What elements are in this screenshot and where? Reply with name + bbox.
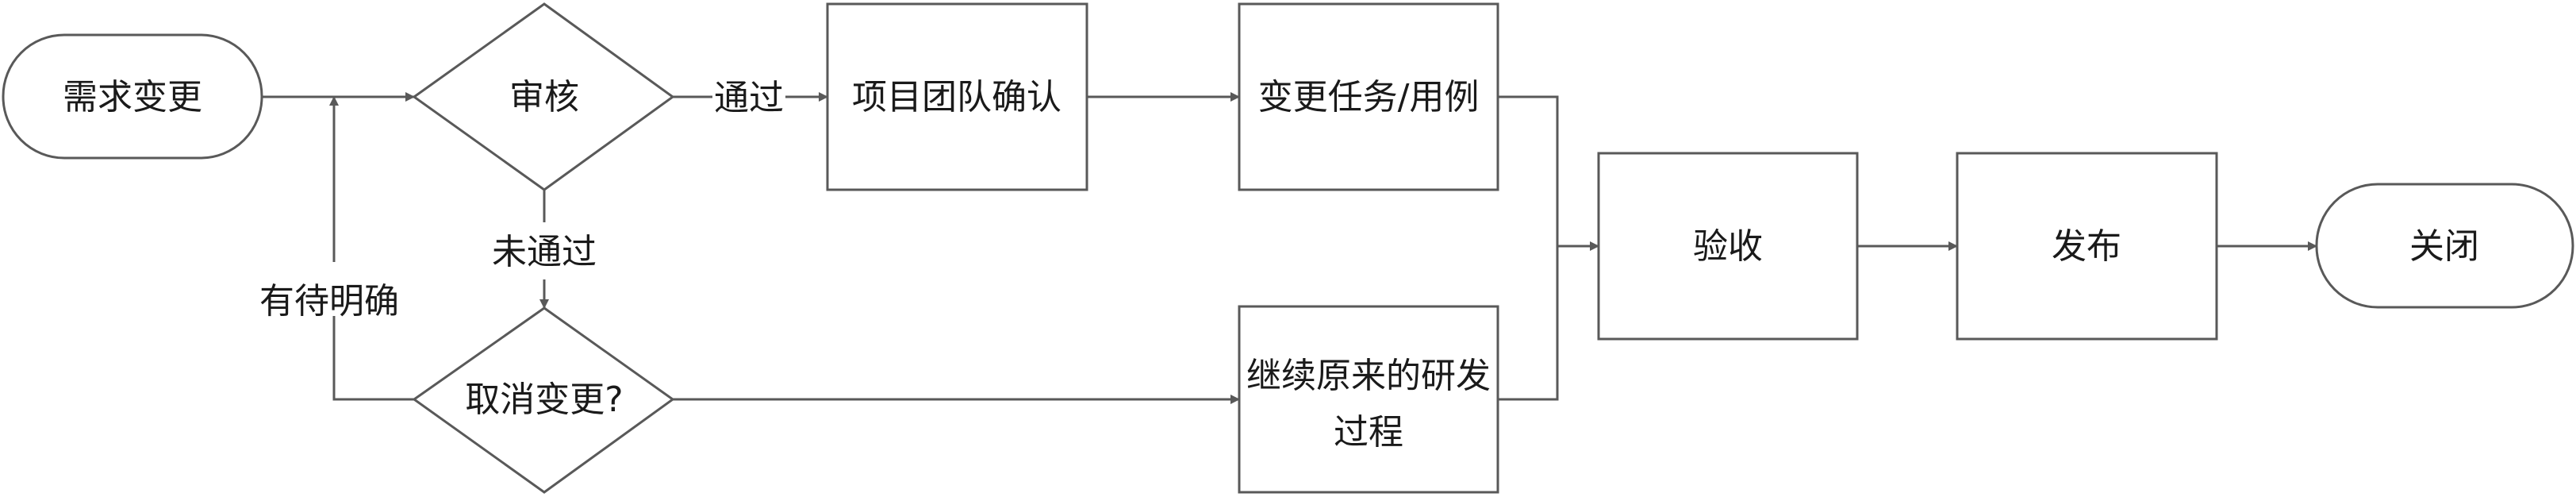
accept-label: 验收 bbox=[1693, 226, 1763, 267]
release-label: 发布 bbox=[2052, 226, 2121, 267]
edge-label-fail: 未通过 bbox=[492, 232, 597, 272]
edge-change-task-to-merge bbox=[1498, 95, 1559, 401]
start-label: 需求变更 bbox=[63, 77, 202, 118]
team-confirm-process-shape bbox=[826, 2, 1088, 191]
close-terminal-shape bbox=[2315, 183, 2574, 309]
review-decision-shape bbox=[412, 2, 675, 191]
close-label: 关闭 bbox=[2409, 226, 2479, 267]
node-cancel-question: 取消变更? bbox=[412, 306, 675, 494]
cancel-question-label: 取消变更? bbox=[465, 379, 623, 420]
edge-label-pass: 通过 bbox=[714, 78, 784, 118]
continue-process-shape bbox=[1238, 305, 1499, 494]
continue-label-line1: 继续原来的研发 bbox=[1246, 356, 1491, 396]
node-team-confirm: 项目团队确认 bbox=[826, 2, 1088, 191]
node-start: 需求变更 bbox=[2, 33, 263, 160]
node-accept: 验收 bbox=[1597, 152, 1859, 341]
node-change-task: 变更任务/用例 bbox=[1238, 2, 1499, 191]
review-label: 审核 bbox=[509, 77, 579, 118]
edge-label-pending: 有待明确 bbox=[259, 281, 399, 322]
release-process-shape bbox=[1956, 152, 2218, 341]
change-task-label: 变更任务/用例 bbox=[1258, 77, 1480, 118]
team-confirm-label: 项目团队确认 bbox=[852, 77, 1061, 118]
node-close: 关闭 bbox=[2315, 183, 2574, 309]
node-release: 发布 bbox=[1956, 152, 2218, 341]
edge-cancel-to-review-loop-a bbox=[332, 316, 414, 401]
cancel-decision-shape bbox=[412, 306, 675, 494]
start-terminal-shape bbox=[2, 33, 263, 160]
change-task-process-shape bbox=[1238, 2, 1499, 191]
edges bbox=[262, 92, 2317, 404]
continue-label-line2: 过程 bbox=[1334, 412, 1403, 453]
accept-process-shape bbox=[1597, 152, 1859, 341]
node-continue: 继续原来的研发 过程 bbox=[1238, 305, 1499, 494]
node-review: 审核 bbox=[412, 2, 675, 191]
